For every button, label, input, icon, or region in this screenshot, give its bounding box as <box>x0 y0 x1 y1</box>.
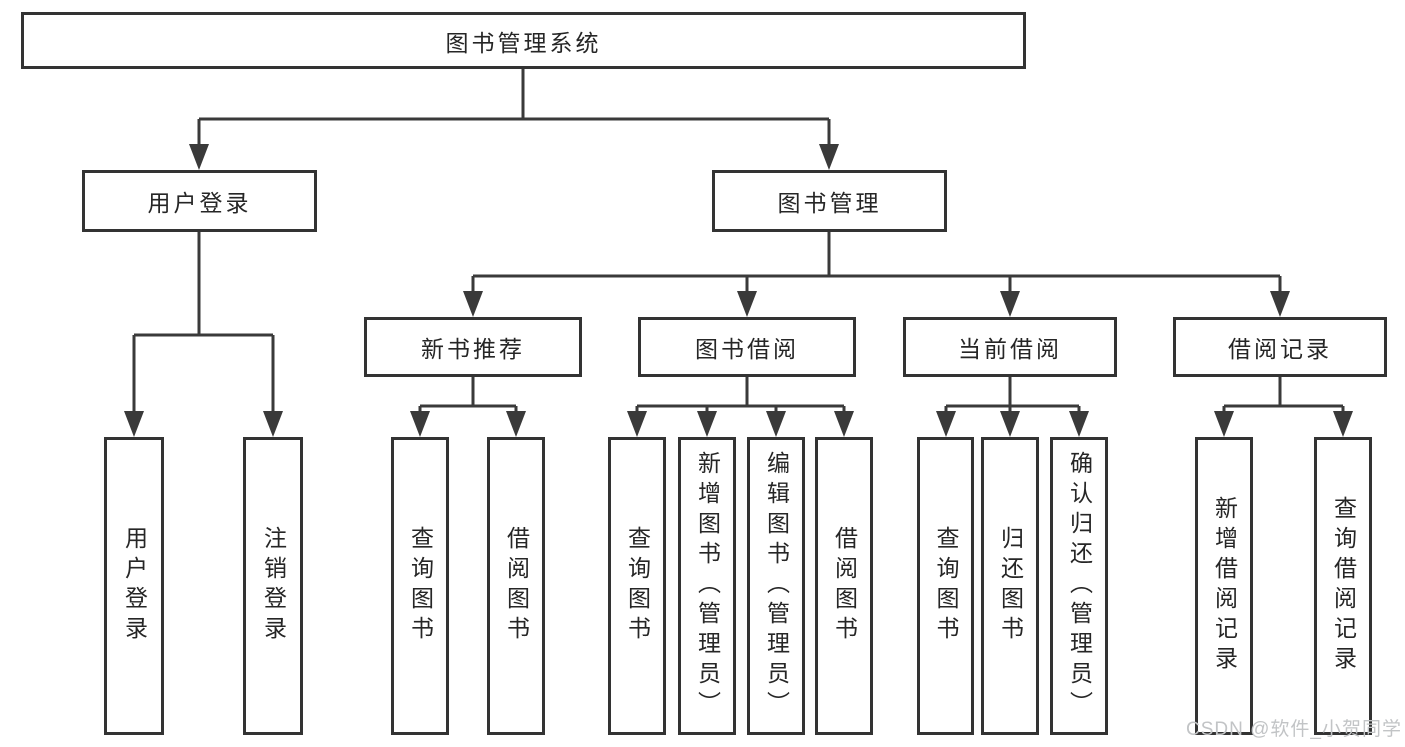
node-label: 图书管理系统 <box>445 29 602 56</box>
leaf-label: 借阅图书 <box>831 526 858 646</box>
leaf-label: 新增图书（管理员） <box>694 451 721 721</box>
node-label: 新书推荐 <box>421 336 525 362</box>
leaf-label: 查询图书 <box>407 526 434 646</box>
leaf-label: 编辑图书（管理员） <box>763 451 790 721</box>
leaf-label: 新增借阅记录 <box>1211 496 1238 676</box>
leaf-label: 查询图书 <box>933 526 959 646</box>
leaf-label: 归还图书 <box>997 526 1024 646</box>
csdn-watermark: CSDN @软件_小贺同学 <box>1186 719 1402 740</box>
node-book-borrowing: 图书借阅 <box>638 317 856 377</box>
leaf-edit-books-admin: 编辑图书（管理员） <box>747 437 805 735</box>
leaf-label: 查询图书 <box>624 526 651 646</box>
leaf-label: 注销登录 <box>260 526 287 646</box>
leaf-borrow-books-borrow: 借阅图书 <box>815 437 873 735</box>
node-label: 用户登录 <box>147 190 252 216</box>
node-label: 图书借阅 <box>695 336 799 362</box>
leaf-add-borrow-record: 新增借阅记录 <box>1195 437 1253 735</box>
leaf-return-books: 归还图书 <box>981 437 1039 735</box>
leaf-label: 借阅图书 <box>503 526 530 646</box>
leaf-label: 确认归还（管理员） <box>1066 451 1093 721</box>
node-label: 当前借阅 <box>958 336 1062 362</box>
leaf-label: 查询借阅记录 <box>1330 496 1357 676</box>
leaf-add-books-admin: 新增图书（管理员） <box>678 437 736 735</box>
leaf-query-books-current: 查询图书 <box>917 437 974 735</box>
node-label: 借阅记录 <box>1228 336 1332 362</box>
node-borrowing-records: 借阅记录 <box>1173 317 1387 377</box>
node-library-management-system: 图书管理系统 <box>21 12 1026 69</box>
node-current-borrowing: 当前借阅 <box>903 317 1117 377</box>
leaf-user-login: 用户登录 <box>104 437 164 735</box>
leaf-logout-login: 注销登录 <box>243 437 303 735</box>
leaf-borrow-books-newbook: 借阅图书 <box>487 437 545 735</box>
leaf-label: 用户登录 <box>121 526 148 646</box>
leaf-confirm-return-admin: 确认归还（管理员） <box>1050 437 1108 735</box>
node-user-login: 用户登录 <box>82 170 317 232</box>
leaf-query-books-borrow: 查询图书 <box>608 437 666 735</box>
node-label: 图书管理 <box>777 190 882 216</box>
node-new-book-recommendation: 新书推荐 <box>364 317 582 377</box>
leaf-query-borrow-record: 查询借阅记录 <box>1314 437 1372 735</box>
node-book-management: 图书管理 <box>712 170 947 232</box>
leaf-query-books-newbook: 查询图书 <box>391 437 449 735</box>
